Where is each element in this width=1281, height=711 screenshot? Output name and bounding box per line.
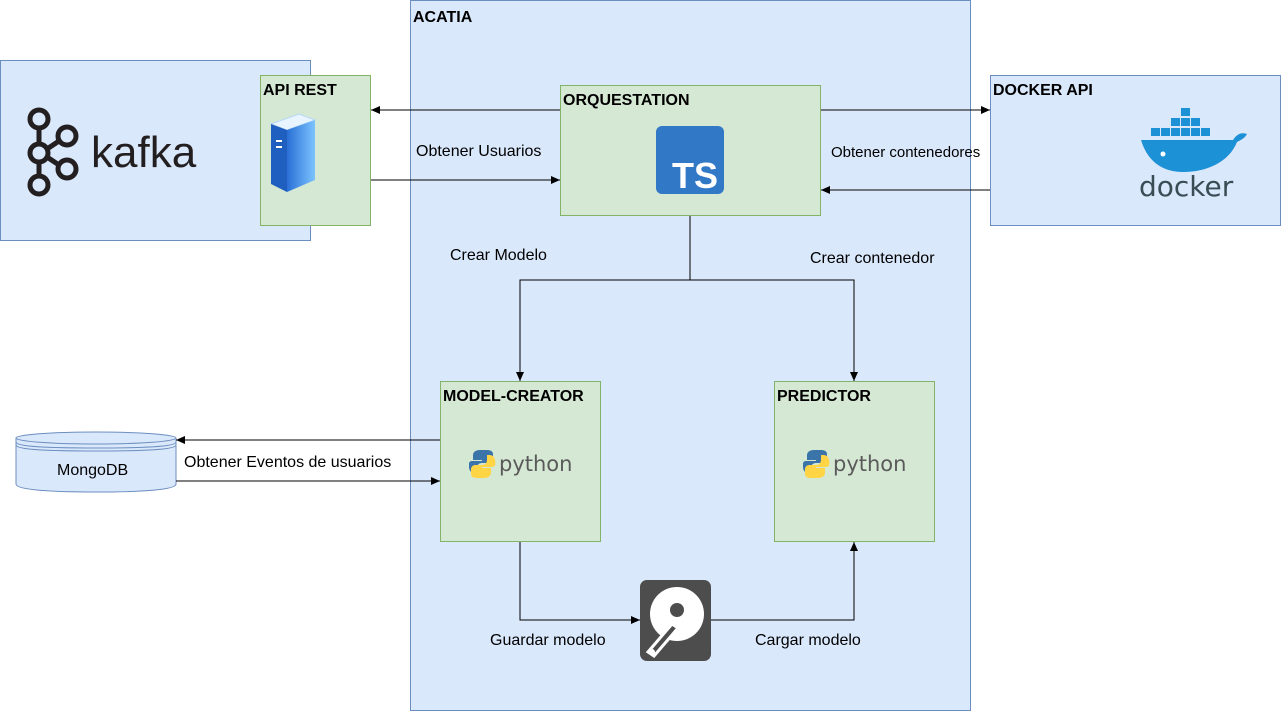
label-crear-contenedor: Crear contenedor: [810, 250, 935, 267]
acatia-title: ACATIA: [413, 9, 473, 26]
orquestation-title: ORQUESTATION: [563, 92, 690, 109]
edge-orq-to-predictor: [690, 279, 858, 381]
python-logo: python: [469, 450, 572, 478]
database-icon: [15, 431, 177, 493]
label-obtener-usuarios: Obtener Usuarios: [416, 143, 542, 160]
typescript-logo-text: TS: [672, 155, 718, 194]
model-creator-box: MODEL-CREATOR python: [440, 381, 601, 542]
mongodb-label: MongoDB: [57, 462, 129, 479]
orquestation-box: ORQUESTATION TS: [560, 85, 821, 216]
edge-disk-to-predictor: [711, 542, 858, 621]
python-logo-text: python: [499, 452, 572, 476]
api-rest-title: API REST: [263, 82, 337, 99]
api-rest-box: API REST: [260, 75, 371, 226]
python-logo: python: [803, 450, 906, 478]
model-creator-title: MODEL-CREATOR: [443, 388, 584, 405]
kafka-logo-text: kafka: [91, 128, 197, 177]
label-cargar-modelo: Cargar modelo: [755, 632, 861, 649]
docker-api-title: DOCKER API: [993, 82, 1093, 99]
label-crear-modelo: Crear Modelo: [450, 247, 547, 264]
label-guardar-modelo: Guardar modelo: [490, 632, 606, 649]
python-logo-text: python: [833, 452, 906, 476]
kafka-region: kafka: [0, 60, 311, 241]
hard-disk-icon: [640, 580, 711, 661]
label-obtener-contenedores: Obtener contenedores: [831, 144, 981, 161]
predictor-box: PREDICTOR python: [774, 381, 935, 542]
docker-logo: docker: [1139, 108, 1247, 200]
typescript-logo: TS: [656, 126, 724, 194]
docker-logo-text: docker: [1139, 170, 1234, 200]
predictor-title: PREDICTOR: [777, 388, 871, 405]
docker-api-box: DOCKER API docker: [990, 75, 1281, 226]
edge-creator-to-disk: [519, 542, 640, 624]
label-obtener-eventos: Obtener Eventos de usuarios: [184, 454, 392, 471]
kafka-logo: kafka: [27, 107, 197, 197]
server-icon: [269, 113, 317, 192]
edge-orq-to-model-creator: [516, 279, 690, 381]
